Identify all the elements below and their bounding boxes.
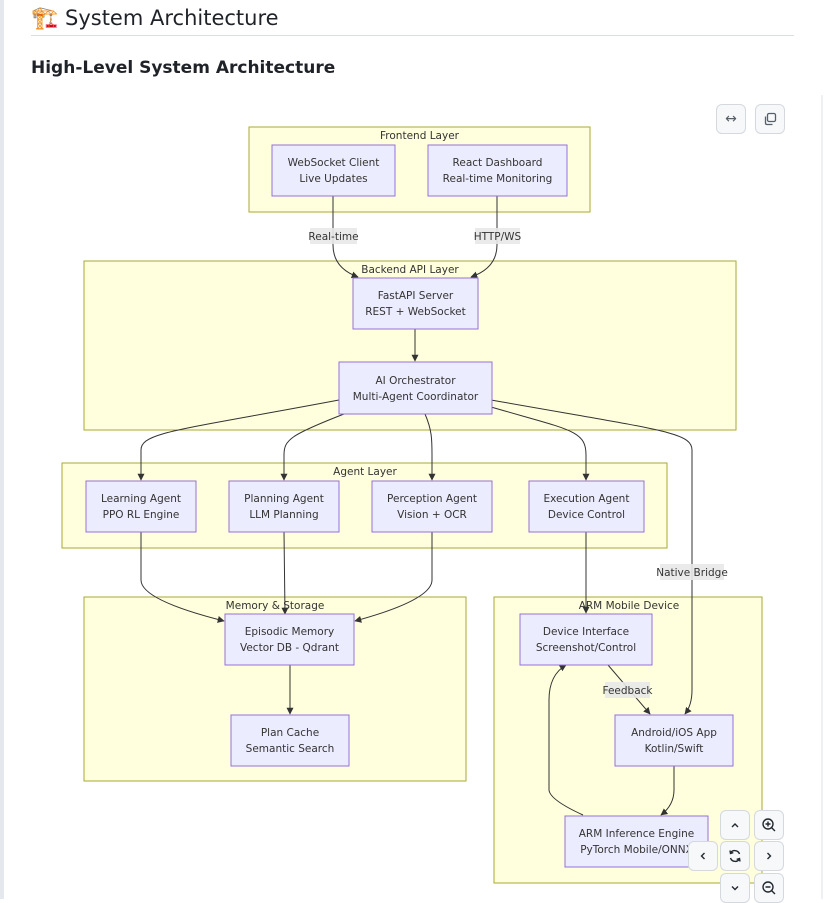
edge-inference-to-device-interface	[548, 664, 584, 816]
svg-text:Native Bridge: Native Bridge	[656, 567, 728, 579]
svg-text:FastAPI Server: FastAPI Server	[378, 290, 454, 302]
svg-text:ARM Inference Engine: ARM Inference Engine	[579, 828, 695, 840]
pan-up-button[interactable]	[720, 810, 750, 840]
zoom-in-button[interactable]	[754, 810, 784, 840]
edge-orch-to-planning	[280, 413, 345, 481]
reset-icon	[729, 849, 741, 863]
svg-text:Execution Agent: Execution Agent	[544, 493, 630, 505]
edge-label-feedback: Feedback	[602, 682, 653, 698]
right-chevron-icon	[767, 852, 772, 860]
node-ai-orchestrator[interactable]: AI Orchestrator Multi-Agent Coordinator	[338, 361, 493, 415]
edge-app-to-inference	[660, 766, 675, 816]
svg-text:AI Orchestrator: AI Orchestrator	[375, 375, 456, 387]
svg-text:Learning Agent: Learning Agent	[101, 493, 181, 505]
svg-text:PyTorch Mobile/ONNX: PyTorch Mobile/ONNX	[580, 844, 693, 856]
page-title: 🏗️ System Architecture	[31, 2, 279, 34]
svg-text:Device Interface: Device Interface	[543, 626, 629, 638]
edge-planning-to-episodic	[281, 531, 289, 615]
node-perception-agent[interactable]: Perception Agent Vision + OCR	[371, 480, 493, 533]
cluster-label: Memory & Storage	[226, 600, 325, 612]
svg-text:REST + WebSocket: REST + WebSocket	[365, 306, 466, 318]
pan-left-button[interactable]	[688, 841, 718, 871]
node-websocket-client[interactable]: WebSocket Client Live Updates	[271, 144, 396, 197]
svg-text:Android/iOS App: Android/iOS App	[631, 727, 717, 739]
cluster-label: Agent Layer	[333, 466, 397, 478]
edge-orch-to-app-native-bridge	[490, 399, 693, 715]
svg-text:Vision + OCR: Vision + OCR	[397, 509, 467, 521]
edge-ws-client-to-fastapi	[332, 196, 359, 279]
cluster-label: Frontend Layer	[380, 130, 460, 142]
node-fastapi-server[interactable]: FastAPI Server REST + WebSocket	[352, 277, 479, 330]
section-title: High-Level System Architecture	[31, 58, 336, 78]
edge-orch-to-learning	[137, 399, 340, 481]
reset-view-button[interactable]	[720, 841, 750, 871]
svg-text:React Dashboard: React Dashboard	[453, 157, 543, 169]
node-react-dashboard[interactable]: React Dashboard Real-time Monitoring	[427, 144, 568, 197]
copy-icon	[764, 112, 777, 126]
edge-perception-to-episodic	[354, 532, 433, 623]
edge-orch-to-execution	[490, 406, 590, 481]
edge-learning-to-episodic	[140, 532, 225, 623]
svg-text:Feedback: Feedback	[602, 685, 653, 697]
edge-orch-to-perception	[424, 413, 436, 481]
edge-label-native-bridge: Native Bridge	[656, 564, 728, 580]
svg-text:Perception Agent: Perception Agent	[387, 493, 477, 505]
svg-text:Real-time: Real-time	[308, 231, 358, 243]
svg-text:Device Control: Device Control	[548, 509, 625, 521]
copy-button[interactable]	[755, 104, 785, 134]
edge-label-realtime: Real-time	[308, 228, 359, 244]
zoom-out-button[interactable]	[754, 873, 784, 903]
node-plan-cache[interactable]: Plan Cache Semantic Search	[230, 714, 350, 767]
node-device-interface[interactable]: Device Interface Screenshot/Control	[519, 613, 653, 666]
svg-text:LLM Planning: LLM Planning	[249, 509, 318, 521]
svg-text:Semantic Search: Semantic Search	[246, 743, 335, 755]
svg-text:Plan Cache: Plan Cache	[261, 727, 319, 739]
node-execution-agent[interactable]: Execution Agent Device Control	[528, 480, 645, 533]
fit-width-button[interactable]: ↔	[716, 104, 746, 134]
svg-text:HTTP/WS: HTTP/WS	[474, 231, 522, 243]
svg-text:Live Updates: Live Updates	[299, 173, 367, 185]
left-border	[0, 0, 4, 899]
construction-icon: 🏗️	[31, 5, 59, 31]
svg-text:PPO RL Engine: PPO RL Engine	[103, 509, 180, 521]
svg-text:Kotlin/Swift: Kotlin/Swift	[645, 743, 704, 755]
node-planning-agent[interactable]: Planning Agent LLM Planning	[228, 480, 340, 533]
zoom-in-icon	[762, 818, 776, 832]
svg-text:Screenshot/Control: Screenshot/Control	[536, 642, 636, 654]
down-chevron-icon	[731, 886, 739, 891]
cluster-label: Backend API Layer	[361, 264, 459, 276]
node-episodic-memory[interactable]: Episodic Memory Vector DB - Qdrant	[224, 613, 355, 666]
svg-text:Episodic Memory: Episodic Memory	[245, 626, 335, 638]
node-arm-inference-engine[interactable]: ARM Inference Engine PyTorch Mobile/ONNX	[564, 815, 709, 868]
edge-react-to-fastapi	[470, 196, 498, 279]
node-learning-agent[interactable]: Learning Agent PPO RL Engine	[85, 480, 197, 533]
title-divider	[31, 35, 794, 36]
arrows-horizontal-icon: ↔	[725, 111, 737, 127]
up-chevron-icon	[731, 823, 739, 828]
scrollbar-track[interactable]	[821, 95, 823, 899]
svg-text:WebSocket Client: WebSocket Client	[288, 157, 380, 169]
svg-text:Real-time Monitoring: Real-time Monitoring	[443, 173, 553, 185]
zoom-out-icon	[762, 881, 776, 895]
edge-label-http-ws: HTTP/WS	[474, 228, 522, 244]
svg-text:Multi-Agent Coordinator: Multi-Agent Coordinator	[353, 391, 479, 403]
left-chevron-icon	[700, 852, 705, 860]
cluster-label: ARM Mobile Device	[579, 600, 680, 612]
pan-right-button[interactable]	[754, 841, 784, 871]
pan-down-button[interactable]	[720, 873, 750, 903]
page-title-text: System Architecture	[65, 6, 279, 30]
node-android-ios-app[interactable]: Android/iOS App Kotlin/Swift	[614, 714, 734, 767]
svg-text:Planning Agent: Planning Agent	[244, 493, 324, 505]
svg-text:Vector DB - Qdrant: Vector DB - Qdrant	[240, 642, 339, 654]
